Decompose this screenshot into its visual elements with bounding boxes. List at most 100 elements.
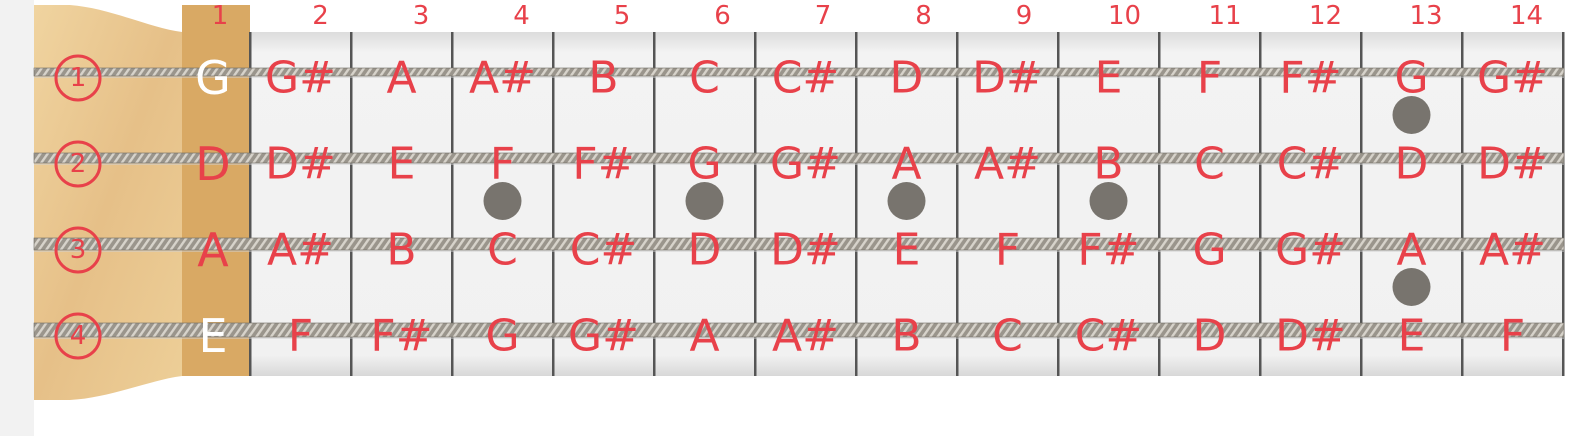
note-label: C <box>992 311 1023 362</box>
note-label: F# <box>370 311 432 362</box>
note-label: A <box>891 139 921 190</box>
note-label: D <box>890 53 924 104</box>
fret-number-1: 1 <box>212 1 229 31</box>
note-label: E <box>893 225 921 276</box>
note-label: D# <box>265 139 336 190</box>
fret-number-13: 13 <box>1409 1 1442 31</box>
note-label: C# <box>772 53 840 104</box>
inlay-dot-fret-7 <box>887 182 926 220</box>
note-label: B <box>588 53 618 104</box>
inlay-dot-fret-9 <box>1089 182 1128 220</box>
note-label: D# <box>1477 139 1548 190</box>
note-label: G# <box>1275 225 1346 276</box>
fret-number-14: 14 <box>1510 1 1543 31</box>
fret-number-8: 8 <box>915 1 932 31</box>
inlay-dot-fret-5 <box>685 182 724 220</box>
fret-number-2: 2 <box>312 1 329 31</box>
note-label: G <box>1192 225 1226 276</box>
note-label: G <box>485 311 519 362</box>
fret-wire <box>653 32 656 376</box>
fret-wire <box>1461 32 1464 376</box>
note-label: F <box>995 225 1020 276</box>
fret-wire <box>249 32 252 376</box>
nut <box>182 5 250 376</box>
open-note-E: E <box>198 309 227 363</box>
note-label: A# <box>469 53 536 104</box>
open-note-A: A <box>197 223 229 277</box>
note-label: A <box>1396 225 1426 276</box>
string-number-4: 4 <box>70 321 87 351</box>
string-number-circle <box>54 312 102 360</box>
fret-number-12: 12 <box>1309 1 1342 31</box>
note-label: F <box>490 139 515 190</box>
string-number-3: 3 <box>70 235 87 265</box>
fret-number-9: 9 <box>1016 1 1033 31</box>
fret-wire <box>855 32 858 376</box>
inlay-dot-fret-12 <box>1392 96 1431 134</box>
fret-number-3: 3 <box>413 1 430 31</box>
inlay-dot-fret-12 <box>1392 268 1431 306</box>
note-label: A <box>386 53 416 104</box>
note-label: C# <box>1277 139 1345 190</box>
string-4 <box>33 322 1565 338</box>
note-label: B <box>386 225 416 276</box>
fret-wire <box>956 32 959 376</box>
note-label: A# <box>1479 225 1546 276</box>
note-label: D# <box>770 225 841 276</box>
note-label: F# <box>1077 225 1139 276</box>
left-margin <box>0 0 34 436</box>
headstock <box>34 5 182 400</box>
note-label: E <box>388 139 416 190</box>
note-label: G# <box>1477 53 1548 104</box>
string-number-circle <box>54 226 102 274</box>
fret-wire <box>451 32 454 376</box>
note-label: C# <box>570 225 638 276</box>
note-label: E <box>1398 311 1426 362</box>
fret-number-11: 11 <box>1208 1 1241 31</box>
note-label: C <box>487 225 518 276</box>
fret-wire <box>1158 32 1161 376</box>
string-number-circle <box>54 140 102 188</box>
string-3 <box>33 237 1565 251</box>
note-label: A# <box>267 225 334 276</box>
note-label: F# <box>1279 53 1341 104</box>
fret-wire <box>1562 32 1565 376</box>
note-label: D <box>1193 311 1227 362</box>
fret-wire <box>350 32 353 376</box>
fret-wire <box>552 32 555 376</box>
note-label: G# <box>265 53 336 104</box>
note-label: D# <box>972 53 1043 104</box>
note-label: A# <box>772 311 839 362</box>
fret-number-10: 10 <box>1108 1 1141 31</box>
note-label: G <box>687 139 721 190</box>
string-1 <box>33 67 1565 77</box>
open-note-G: G <box>195 51 231 105</box>
string-number-1: 1 <box>70 63 87 93</box>
fret-wire <box>1057 32 1060 376</box>
fret-wire <box>1259 32 1262 376</box>
string-number-circle <box>54 54 102 102</box>
note-label: G <box>1394 53 1428 104</box>
note-label: A <box>689 311 719 362</box>
string-2 <box>33 152 1565 164</box>
string-number-2: 2 <box>70 149 87 179</box>
note-label: B <box>1093 139 1123 190</box>
note-label: E <box>1095 53 1123 104</box>
note-label: C# <box>1075 311 1143 362</box>
note-label: F <box>1500 311 1525 362</box>
note-label: D <box>1395 139 1429 190</box>
open-note-D: D <box>195 137 230 191</box>
note-label: F <box>288 311 313 362</box>
fret-wire <box>754 32 757 376</box>
fret-wire <box>1360 32 1363 376</box>
note-label: C <box>1194 139 1225 190</box>
note-label: G# <box>770 139 841 190</box>
note-label: F# <box>572 139 634 190</box>
note-label: A# <box>974 139 1041 190</box>
fret-number-7: 7 <box>815 1 832 31</box>
fret-number-4: 4 <box>513 1 530 31</box>
inlay-dot-fret-3 <box>483 182 522 220</box>
note-label: D <box>688 225 722 276</box>
note-label: D# <box>1275 311 1346 362</box>
